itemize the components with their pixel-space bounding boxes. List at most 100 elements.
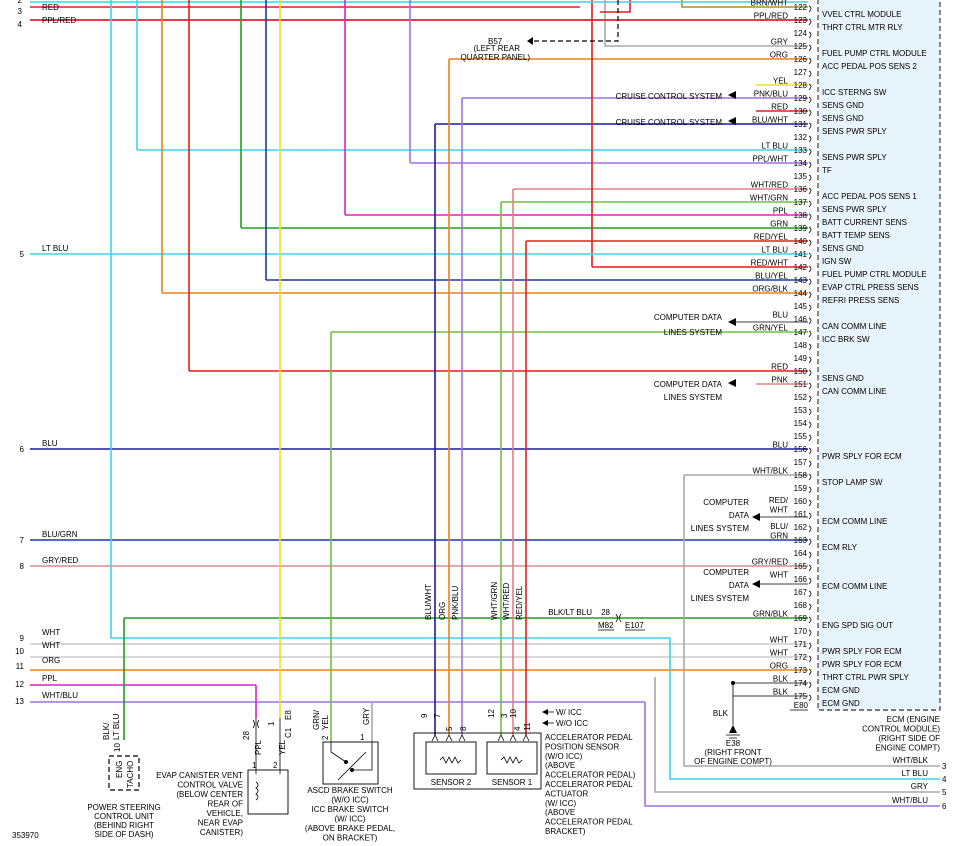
- pin-function-150: SENS GND: [822, 374, 864, 383]
- evap-inner-pin-2: 2: [273, 761, 278, 770]
- wire-exit-5: [654, 677, 940, 793]
- pin-function-142: FUEL PUMP CTRL MODULE: [822, 270, 927, 279]
- wire-number-12: 12: [15, 680, 24, 689]
- computer-data-arrow-icon-2: [728, 379, 736, 387]
- evap-label-1: CONTROL VALVE: [177, 781, 243, 790]
- wire-number-13: 13: [15, 697, 24, 706]
- pin-bracket-icon: [808, 200, 812, 208]
- pin-function-128: ICC STERNG SW: [822, 88, 887, 97]
- pin-number-164: 164: [794, 549, 808, 558]
- pin-number-172: 172: [794, 653, 808, 662]
- computer-data-2b: LINES SYSTEM: [664, 393, 723, 402]
- pin-number-128: 128: [794, 81, 808, 90]
- app-desc-6: ACTUATOR: [545, 789, 588, 798]
- pin-bracket-icon: [808, 213, 812, 221]
- pin-bracket-icon: [808, 564, 812, 572]
- evap-e8: E8: [284, 710, 293, 720]
- pin-bracket-icon: [808, 681, 812, 689]
- pin-wire-147: GRN/YEL: [753, 324, 789, 333]
- pin-number-123: 123: [794, 16, 808, 25]
- pin-function-171: PWR SPLY FOR ECM: [822, 647, 902, 656]
- pin-number-158: 158: [794, 471, 808, 480]
- app-wo-icc: W/O ICC: [556, 719, 588, 728]
- app-pin-2-1: [445, 734, 453, 742]
- pin-wire-146: BLU: [772, 311, 788, 320]
- app-desc-10: BRACKET): [545, 827, 586, 836]
- pin-number-143: 143: [794, 276, 808, 285]
- brake-label-0: ASCD BRAKE SWITCH: [307, 786, 393, 795]
- pin-number-139: 139: [794, 224, 808, 233]
- wire-122: [681, 0, 808, 8]
- pin-bracket-icon: [808, 239, 812, 247]
- brake-label-2: ICC BRAKE SWITCH: [312, 805, 389, 814]
- brake-pin-b: 1: [360, 733, 365, 742]
- pin-wire-123: PPL/RED: [754, 12, 788, 21]
- pin-number-173: 173: [794, 666, 808, 675]
- pin-wire-169: GRN/BLK: [753, 610, 789, 619]
- pin-function-134: TF: [822, 166, 832, 175]
- pin-number-151: 151: [794, 380, 808, 389]
- evap-label-0: EVAP CANISTER VENT: [156, 771, 243, 780]
- pin-number-141: 141: [794, 250, 808, 259]
- app-pin-right-4: 11: [523, 722, 532, 731]
- pin-wire-161: WHT: [770, 506, 788, 515]
- cruise-arrow-icon-1: [728, 91, 736, 99]
- wire-color-2: RED: [42, 0, 59, 1]
- pin-number-125: 125: [794, 42, 808, 51]
- app-pin-right-1: 3: [500, 713, 509, 718]
- pin-bracket-icon: [808, 369, 812, 377]
- pin-function-123: THRT CTRL MTR RLY: [822, 23, 903, 32]
- exit-number-5: 5: [942, 788, 947, 797]
- pin-wire-158: WHT/BLK: [752, 467, 788, 476]
- pin-function-151: CAN COMM LINE: [822, 387, 886, 396]
- evap-wire-a: PPL: [254, 739, 263, 755]
- wire-color-11: ORG: [42, 656, 60, 665]
- pin-function-136: ACC PEDAL POS SENS 1: [822, 192, 917, 201]
- wire-number-11: 11: [16, 662, 25, 671]
- pin-bracket-icon: [808, 343, 812, 351]
- app-icc-arrow-icon: [542, 709, 548, 726]
- pin-function-125: FUEL PUMP CTRL MODULE: [822, 49, 927, 58]
- wire-exit-4: [669, 638, 940, 780]
- evap-inner-pin-1: 1: [252, 761, 257, 770]
- pin-wire-138: PPL: [773, 207, 789, 216]
- pin-bracket-icon: [808, 512, 812, 520]
- wire-number-2: 2: [18, 0, 23, 5]
- pin-function-137: SENS PWR SPLY: [822, 205, 887, 214]
- computer-data-4a: COMPUTER: [703, 568, 749, 577]
- pin-number-149: 149: [794, 354, 808, 363]
- wire-color-8: GRY/RED: [42, 556, 79, 565]
- pin-wire-150: RED: [771, 363, 788, 372]
- pin-bracket-icon: [808, 278, 812, 286]
- pin-bracket-icon: [808, 304, 812, 312]
- app-pin-1-2: [522, 734, 530, 742]
- evap-coil-icon: [255, 781, 259, 801]
- computer-data-3b: DATA: [729, 511, 750, 520]
- evap-c1: C1: [284, 727, 293, 738]
- pin-wire-163: GRN: [770, 532, 788, 541]
- pin-wire-142: RED/WHT: [751, 259, 788, 268]
- evap-valve-box: [247, 769, 289, 815]
- pin-bracket-icon: [808, 83, 812, 91]
- pin-wire-128: YEL: [773, 77, 789, 86]
- pin-bracket-icon: [808, 44, 812, 52]
- e38-ground-icon: [729, 725, 737, 733]
- brake-wire-a2: YEL: [321, 714, 330, 730]
- app-desc-9: ACCELERATOR PEDAL: [545, 818, 633, 827]
- pin-bracket-icon: [808, 265, 812, 273]
- wire-color-3: RED: [42, 3, 59, 12]
- app-pin-right-3: 4: [513, 726, 522, 731]
- b57-loc-1: (LEFT REAR: [473, 44, 520, 53]
- wire-number-6: 6: [20, 445, 25, 454]
- pin-wire-166: WHT: [770, 571, 788, 580]
- brake-pin-a: 2: [321, 735, 330, 740]
- exit-number-3: 3: [942, 762, 947, 771]
- connector-e80: E80: [794, 701, 809, 710]
- wire-125: [604, 0, 808, 47]
- pin-number-170: 170: [794, 627, 808, 636]
- ecm-label-2: (RIGHT SIDE OF: [878, 734, 940, 743]
- wire-number-9: 9: [20, 634, 25, 643]
- brake-wire-b: GRY: [362, 707, 371, 725]
- footer-id: 353970: [12, 831, 39, 840]
